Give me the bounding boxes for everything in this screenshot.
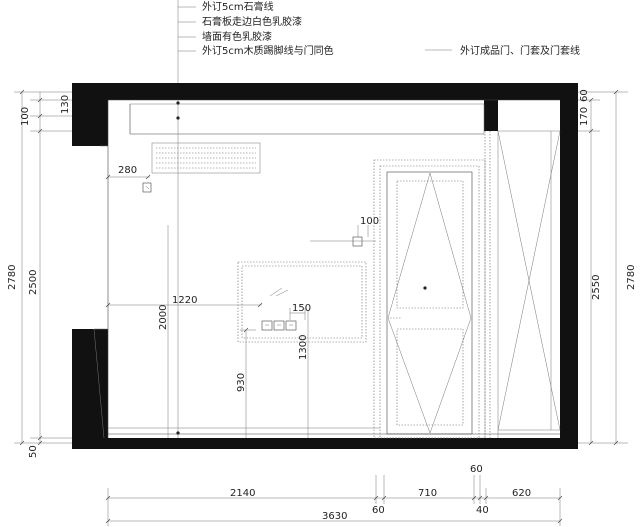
annotation-door: 外订成品门、门套及门套线 xyxy=(460,44,580,57)
right-dimension-chain xyxy=(578,89,628,446)
tv-panel xyxy=(237,261,367,343)
dim-left-top-a: 100 xyxy=(20,107,31,126)
annotation-gypsum-board: 石膏板走边白色乳胶漆 xyxy=(202,15,302,28)
dim-bottom-710: 710 xyxy=(418,488,437,499)
left-upper-wall xyxy=(72,83,108,146)
dim-1300: 1300 xyxy=(298,335,309,360)
dim-1220: 1220 xyxy=(172,295,197,306)
dim-left-inner: 2500 xyxy=(28,270,39,295)
left-dimension-chain xyxy=(14,89,72,446)
dim-2000: 2000 xyxy=(158,305,169,330)
inner-frame-lines xyxy=(93,99,560,439)
socket-box-left xyxy=(142,182,152,193)
dim-right-top-a: 60 xyxy=(579,89,590,102)
dim-left-outer: 2780 xyxy=(7,265,18,290)
left-lower-wall xyxy=(72,329,108,449)
floor-slab xyxy=(72,438,578,449)
right-wall xyxy=(560,83,578,449)
interior-dimensions xyxy=(105,174,376,438)
dim-left-top-b: 130 xyxy=(60,95,71,114)
ac-grille xyxy=(151,142,261,174)
dim-150: 150 xyxy=(292,303,311,314)
dim-bottom-total: 3630 xyxy=(322,511,347,522)
ceiling-slab xyxy=(72,83,578,100)
door-casing xyxy=(484,131,491,438)
dim-100: 100 xyxy=(360,216,379,227)
dim-bottom-60b: 60 xyxy=(470,464,483,475)
annotation-gypsum-line: 外订5cm石膏线 xyxy=(202,0,274,13)
dim-bottom-60a: 60 xyxy=(372,505,385,516)
annotation-skirting: 外订5cm木质踢脚线与门同色 xyxy=(202,44,334,57)
switch-box-upper xyxy=(352,236,363,247)
dim-right-top-b: 170 xyxy=(579,107,590,126)
dim-bottom-620: 620 xyxy=(512,488,531,499)
socket-row xyxy=(261,320,297,331)
door xyxy=(373,159,486,439)
dim-280: 280 xyxy=(118,165,137,176)
dim-right-outer: 2780 xyxy=(626,265,637,290)
door-header-block xyxy=(484,83,498,131)
dim-left-bottom: 50 xyxy=(28,445,39,458)
dim-bottom-2140: 2140 xyxy=(230,488,255,499)
annotation-leaders xyxy=(177,0,452,83)
dim-right-inner: 2550 xyxy=(591,275,602,300)
wardrobe-panel xyxy=(497,130,561,431)
annotation-wall-paint: 墙面有色乳胶漆 xyxy=(202,30,272,43)
dim-930: 930 xyxy=(236,373,247,392)
bottom-dimension-chain xyxy=(105,475,563,526)
wall-frame xyxy=(72,83,578,449)
dim-bottom-40: 40 xyxy=(476,505,489,516)
center-guide xyxy=(176,100,180,438)
